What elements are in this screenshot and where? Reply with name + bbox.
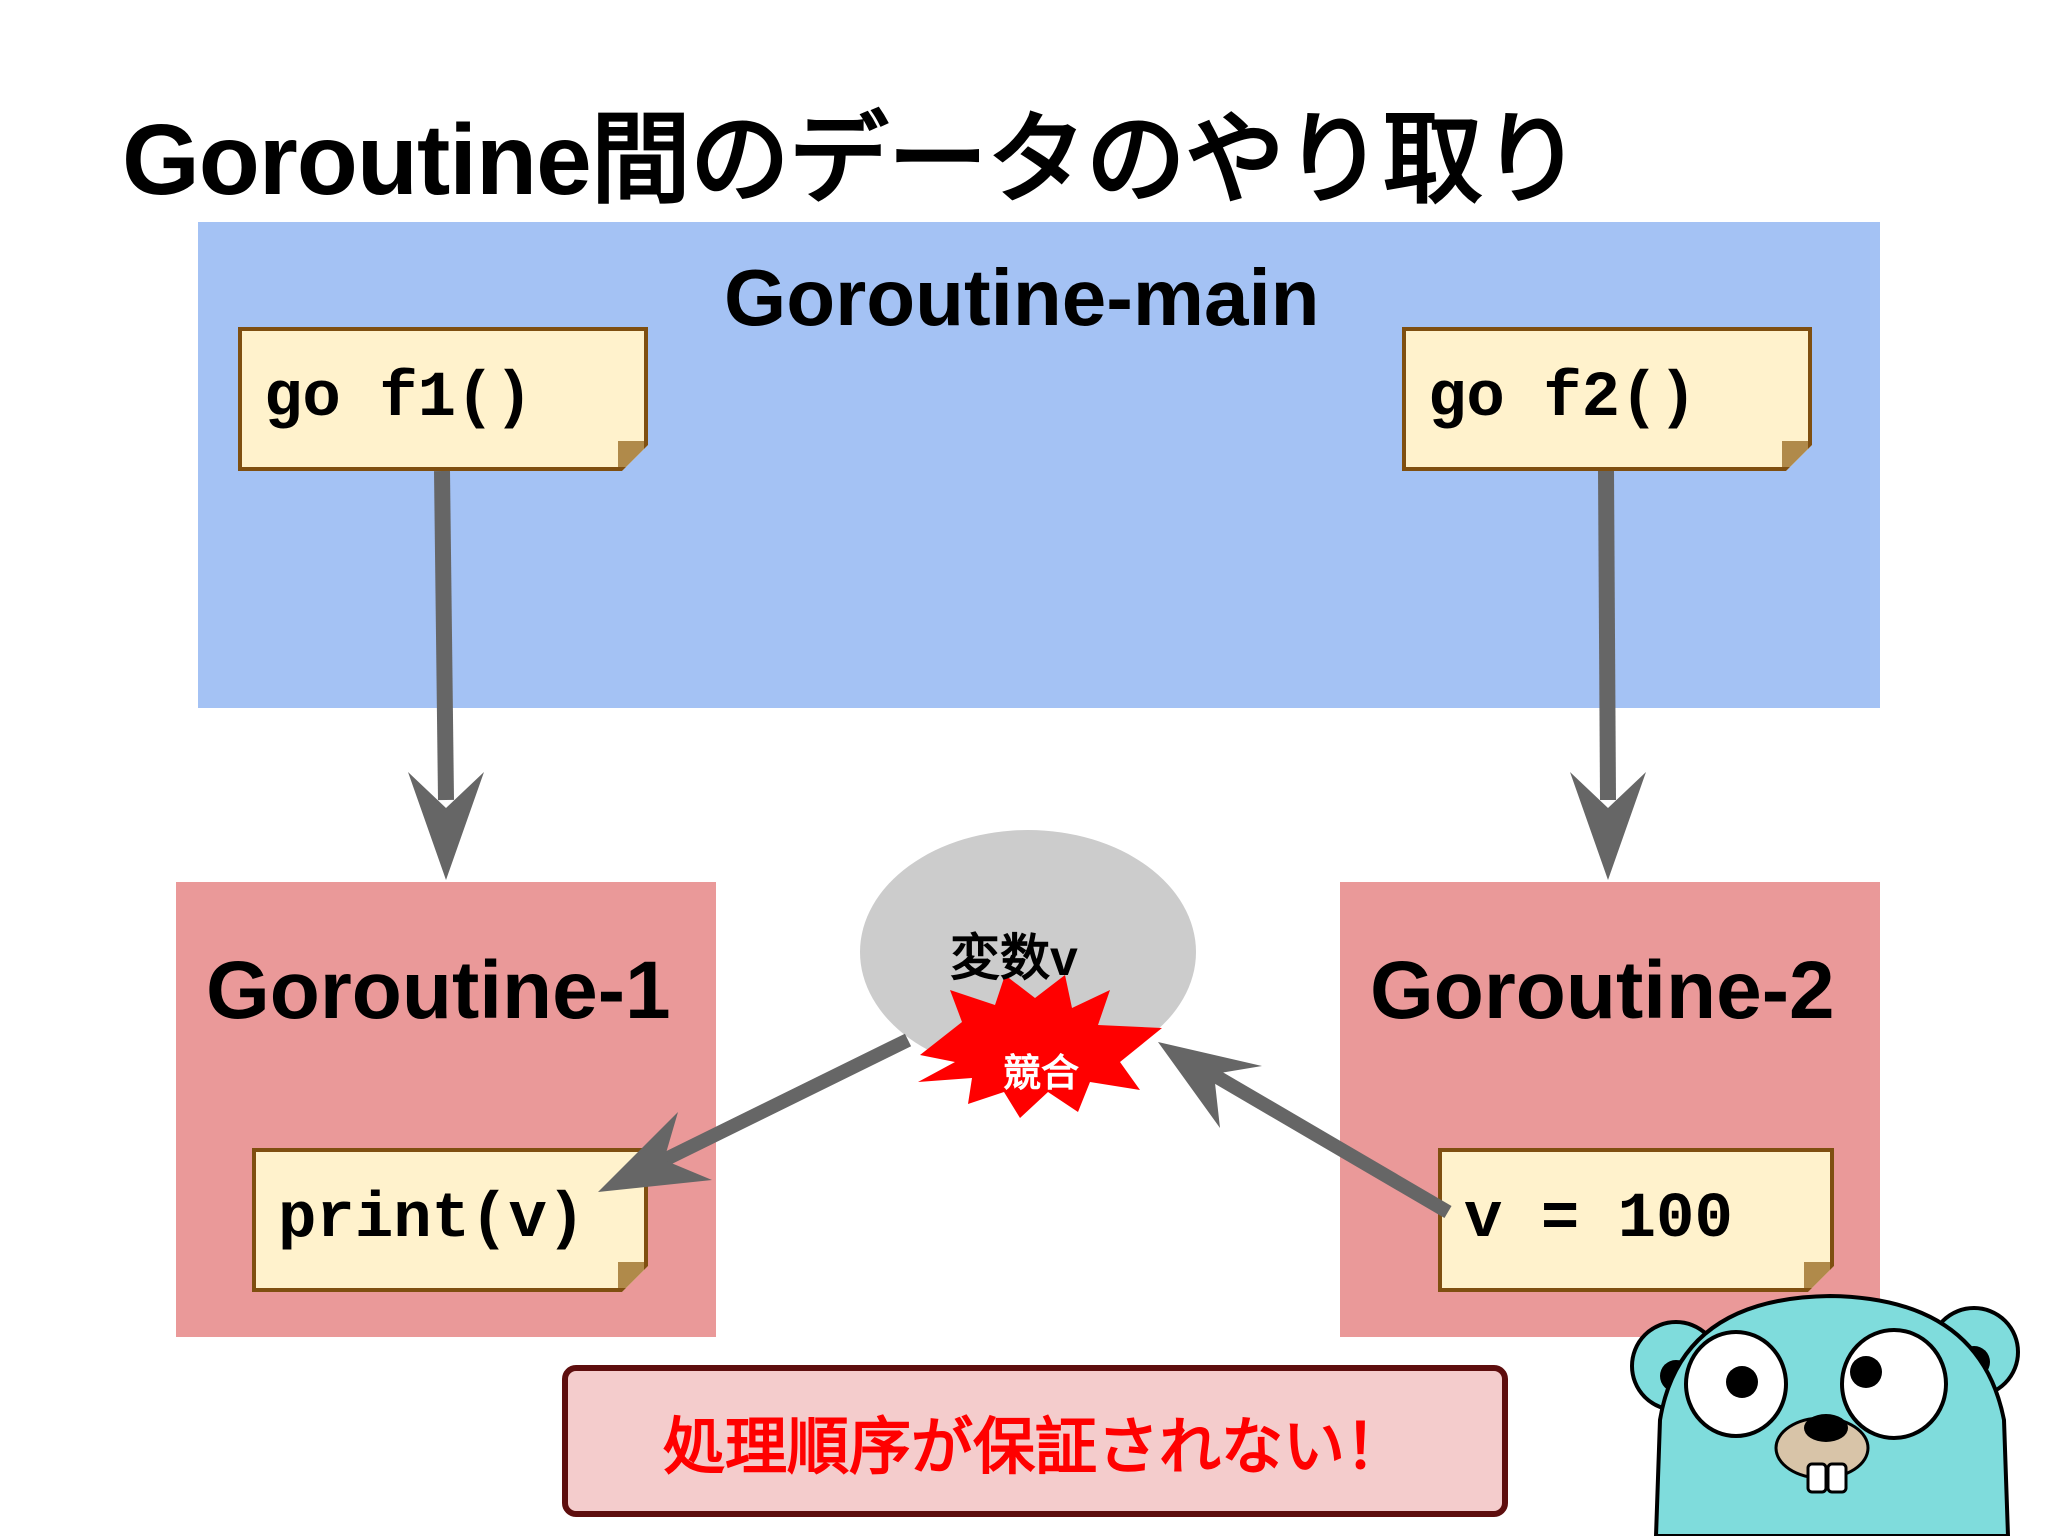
assign-v-code: v = 100 <box>1464 1184 1733 1256</box>
arrow-main-to-g1 <box>408 470 484 880</box>
arrow-assign-to-variable <box>1158 1042 1452 1219</box>
warning-box: 処理順序が保証されない！ <box>562 1365 1508 1517</box>
arrow-main-to-g2 <box>1570 470 1646 880</box>
print-v-note: print(v) <box>252 1148 648 1292</box>
print-v-code: print(v) <box>278 1184 586 1256</box>
variable-ellipse <box>860 830 1196 1074</box>
assign-v-note: v = 100 <box>1438 1148 1834 1292</box>
goroutine-1-label: Goroutine-1 <box>206 945 671 1036</box>
go-f2-code: go f2() <box>1428 363 1697 435</box>
slide-title: Goroutine間のデータのやり取り <box>122 104 1582 216</box>
go-gopher-icon <box>1630 1293 2020 1536</box>
goroutine-main-label: Goroutine-main <box>724 253 1320 342</box>
go-f1-code: go f1() <box>264 363 533 435</box>
goroutine-2-label: Goroutine-2 <box>1370 945 1835 1036</box>
go-f1-note: go f1() <box>238 327 648 471</box>
arrow-variable-to-print <box>598 1033 912 1192</box>
conflict-label: 競合 <box>1003 1053 1080 1095</box>
go-f2-note: go f2() <box>1402 327 1812 471</box>
variable-label: 変数v <box>950 930 1078 986</box>
conflict-burst <box>918 975 1162 1118</box>
warning-text: 処理順序が保証されない！ <box>662 1413 1407 1482</box>
